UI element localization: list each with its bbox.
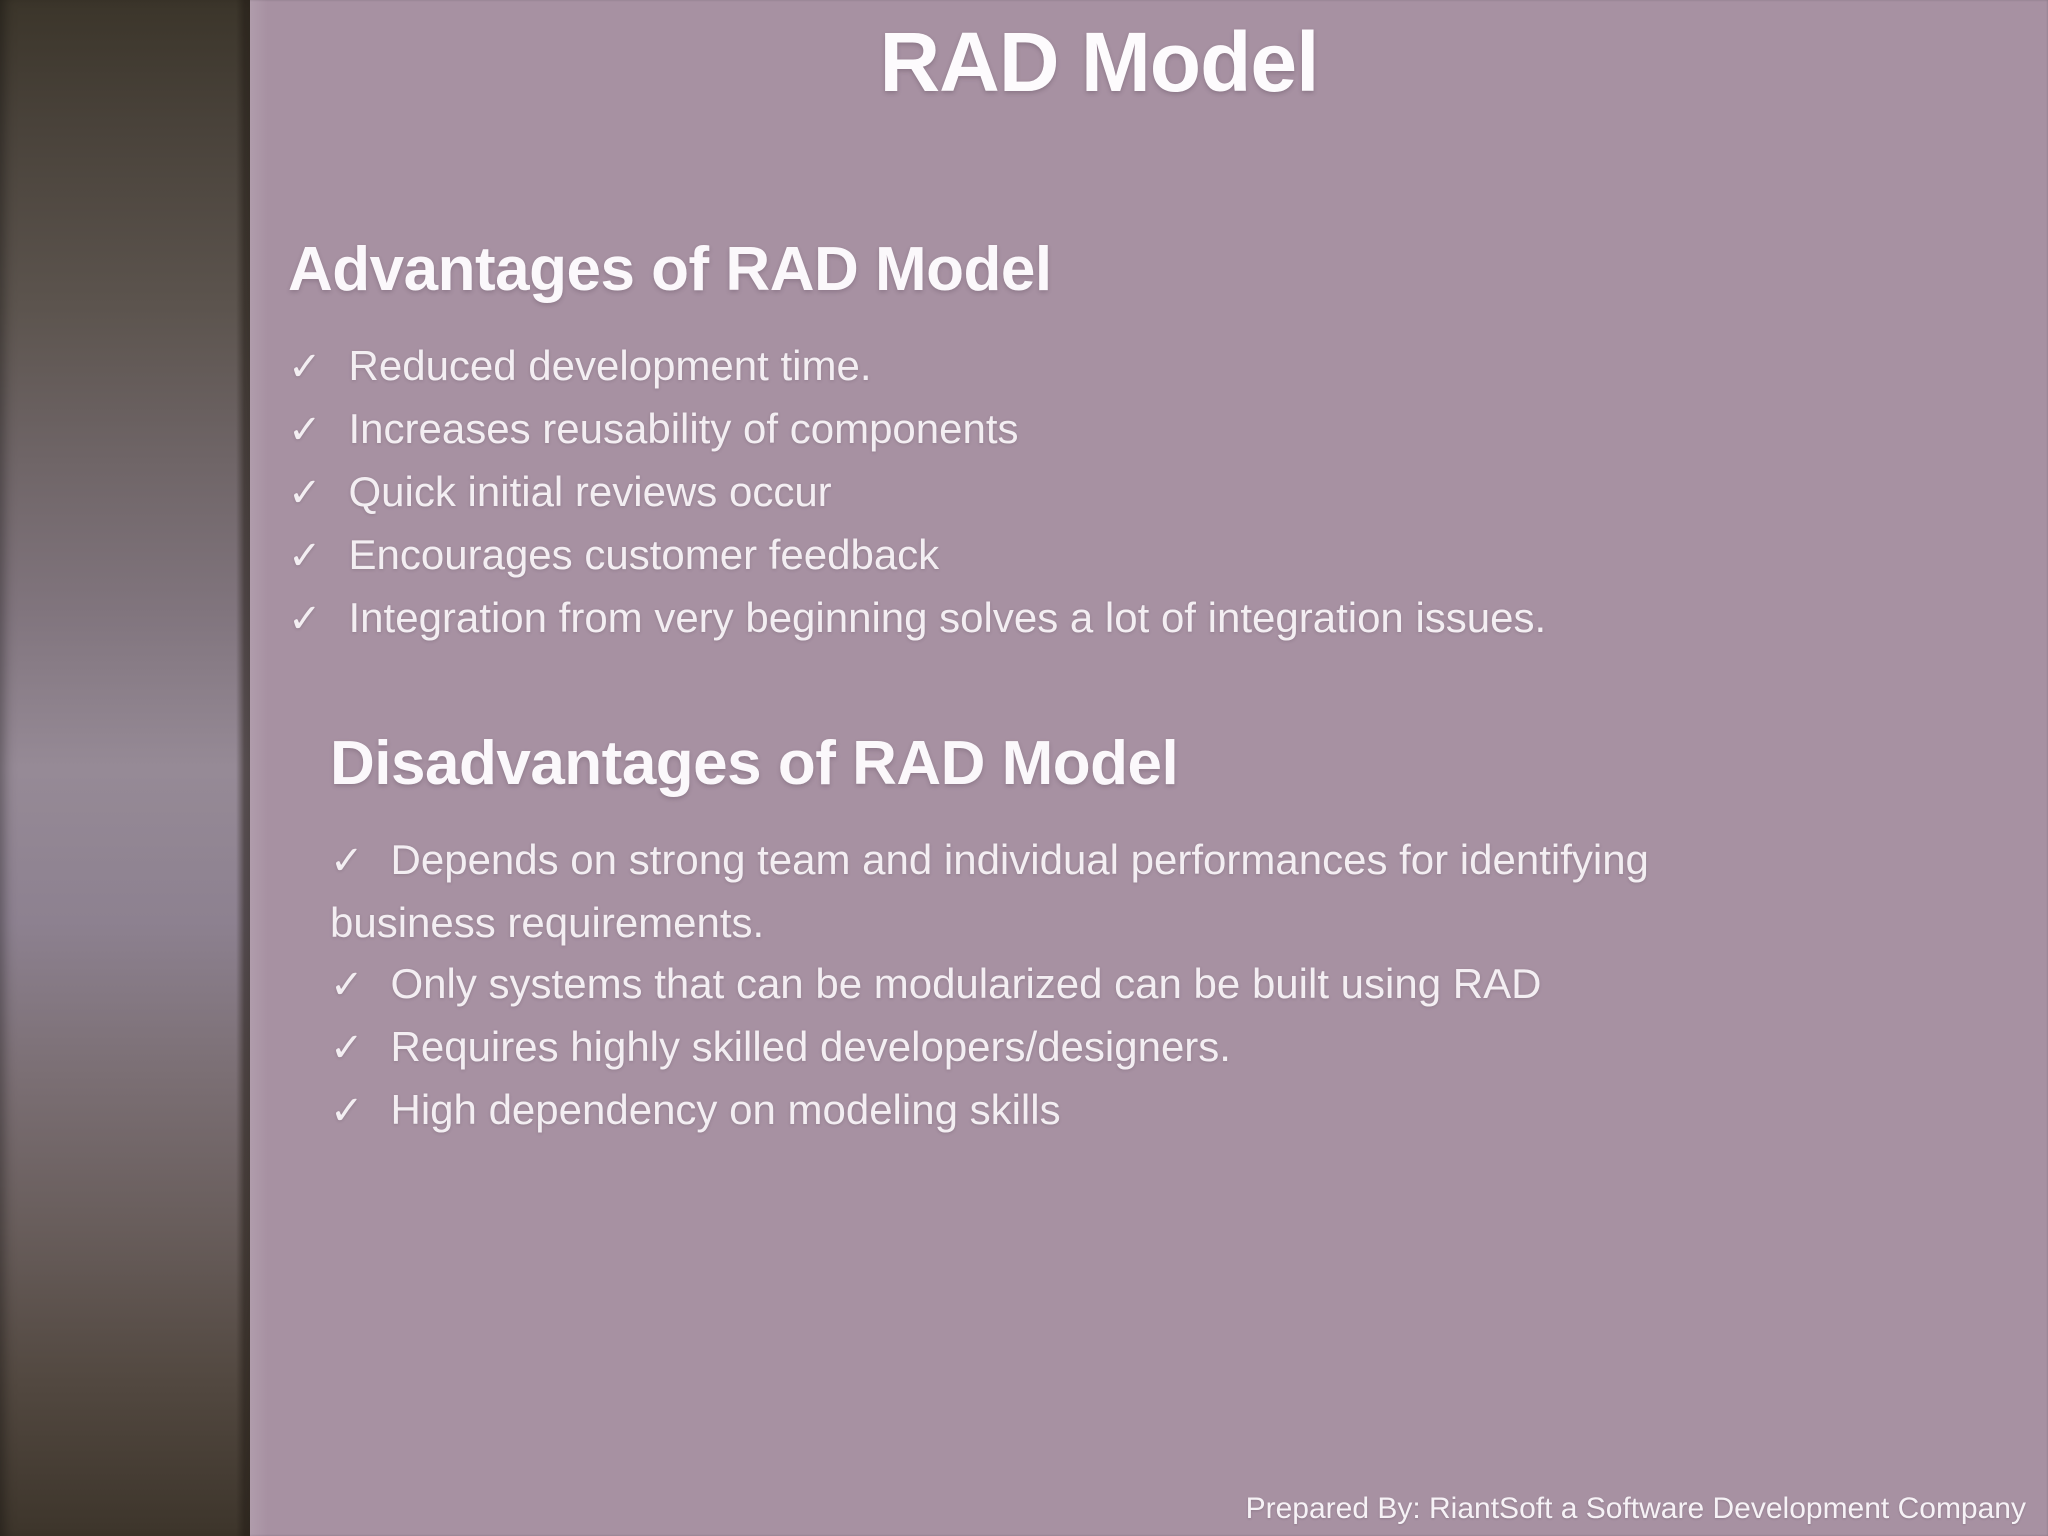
disadvantages-heading: Disadvantages of RAD Model bbox=[330, 729, 1179, 798]
sidebar-gradient-bar bbox=[0, 0, 250, 1536]
list-item: ✓ Increases reusability of components bbox=[288, 398, 1918, 461]
disadvantages-section: Disadvantages of RAD Model ✓Depends on s… bbox=[330, 728, 1953, 1142]
check-icon: ✓ bbox=[330, 838, 364, 884]
advantages-heading: Advantages of RAD Model bbox=[288, 235, 1052, 304]
list-item-text: Quick initial reviews occur bbox=[348, 468, 832, 515]
sidebar-edge-highlight bbox=[250, 0, 268, 1536]
check-icon: ✓ bbox=[288, 407, 322, 453]
check-icon: ✓ bbox=[288, 596, 322, 642]
list-item-text: High dependency on modeling skills bbox=[390, 1086, 1061, 1133]
list-item-text: Encourages customer feedback bbox=[348, 531, 940, 578]
sidebar-edge-shadow bbox=[236, 0, 250, 1536]
list-item: ✓ Reduced development time. bbox=[288, 335, 1918, 398]
check-icon: ✓ bbox=[330, 962, 364, 1008]
footer-credit: Prepared By: RiantSoft a Software Develo… bbox=[1245, 1492, 2026, 1525]
check-icon: ✓ bbox=[288, 344, 322, 390]
list-item: ✓ Only systems that can be modularized ca… bbox=[330, 953, 1953, 1016]
list-item-text: Only systems that can be modularized can… bbox=[390, 960, 1542, 1007]
list-item: ✓ Requires highly skilled developers/desi… bbox=[330, 1016, 1953, 1079]
check-icon: ✓ bbox=[330, 1025, 364, 1071]
disadvantages-list: ✓Depends on strong team and individual p… bbox=[330, 829, 1953, 1142]
check-icon: ✓ bbox=[288, 533, 322, 579]
list-item-text: Increases reusability of components bbox=[348, 405, 1019, 452]
list-item-text: Requires highly skilled developers/desig… bbox=[390, 1023, 1231, 1070]
list-item: ✓ Quick initial reviews occur bbox=[288, 461, 1918, 524]
slide-title: RAD Model bbox=[879, 15, 1320, 109]
list-item-text: Integration from very beginning solves a… bbox=[348, 594, 1547, 641]
list-item: ✓ High dependency on modeling skills bbox=[330, 1079, 1953, 1142]
list-item-text: Depends on strong team and individual pe… bbox=[330, 836, 1649, 946]
check-icon: ✓ bbox=[330, 1088, 364, 1134]
list-item: ✓ Integration from very beginning solves … bbox=[288, 587, 1918, 650]
advantages-list: ✓ Reduced development time. ✓ Increases re… bbox=[288, 335, 1918, 650]
advantages-section: Advantages of RAD Model ✓ Reduced develop… bbox=[288, 234, 1918, 650]
list-item: ✓Depends on strong team and individual p… bbox=[330, 829, 1953, 953]
list-item-text: Reduced development time. bbox=[348, 342, 872, 389]
check-icon: ✓ bbox=[288, 470, 322, 516]
list-item: ✓ Encourages customer feedback bbox=[288, 524, 1918, 587]
